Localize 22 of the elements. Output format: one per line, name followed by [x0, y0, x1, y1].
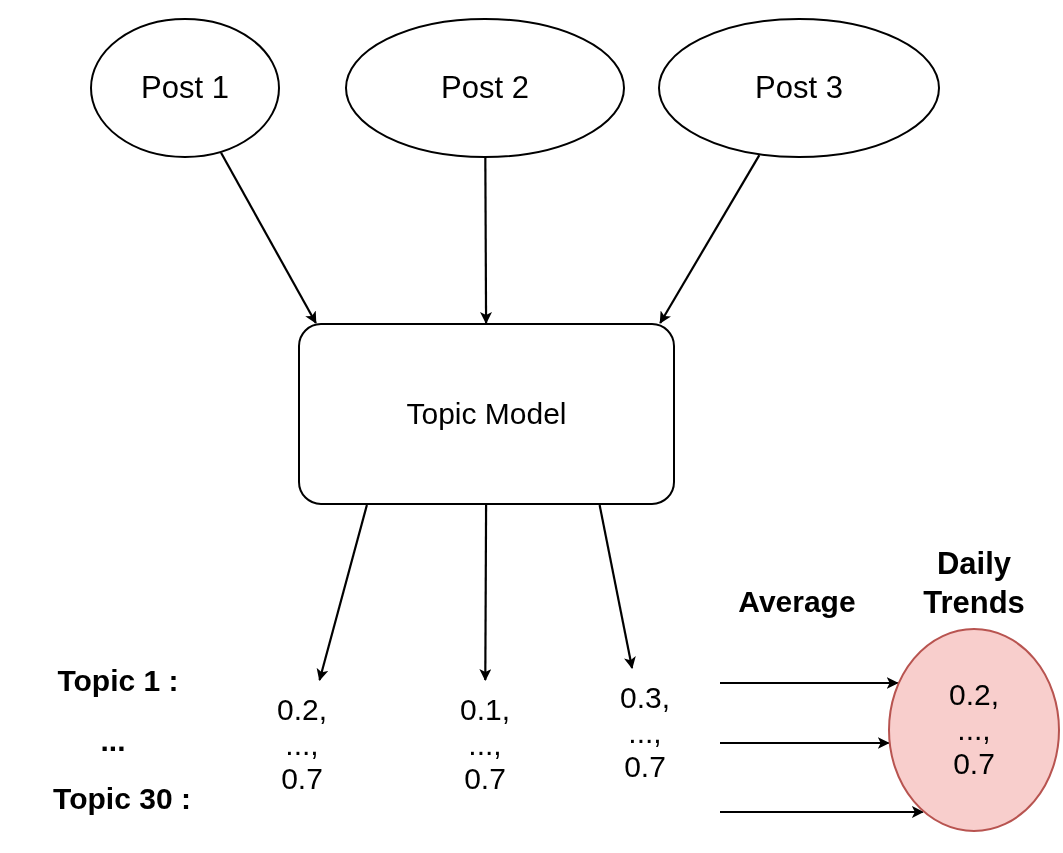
arrow — [720, 806, 924, 818]
topic-label: Topic 30 : — [52, 782, 192, 816]
post-label: Post 3 — [755, 69, 843, 107]
result-heading: Daily Trends — [922, 545, 1026, 622]
value-list: 0.1, ..., 0.7 — [445, 693, 525, 797]
arrow — [479, 505, 492, 681]
arrow — [659, 154, 761, 324]
arrow — [720, 677, 899, 689]
arrow — [720, 737, 890, 749]
value-list: 0.2, ..., 0.7 — [934, 678, 1014, 782]
arrow — [480, 158, 493, 324]
topic-label: Topic 1 : — [56, 664, 180, 698]
arrow — [316, 504, 368, 681]
process-label: Topic Model — [406, 396, 567, 432]
operation-label: Average — [737, 585, 857, 619]
value-list: 0.3, ..., 0.7 — [605, 681, 685, 785]
arrow — [220, 152, 317, 324]
ellipsis-label: ... — [99, 724, 127, 758]
post-label: Post 2 — [441, 69, 529, 107]
arrow — [598, 504, 636, 669]
post-label: Post 1 — [141, 69, 229, 107]
value-list: 0.2, ..., 0.7 — [262, 693, 342, 797]
